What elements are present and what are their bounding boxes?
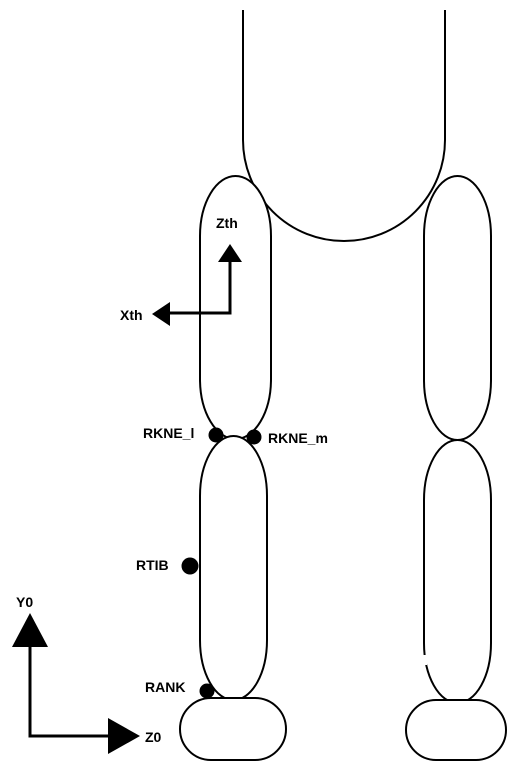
rtib-marker <box>182 558 199 575</box>
rkne-l-label: RKNE_l <box>143 425 194 441</box>
right-foot-segment <box>180 698 286 760</box>
left-shank-segment <box>424 440 491 703</box>
right-shank-segment <box>200 436 267 700</box>
z0-label: Z0 <box>145 729 162 745</box>
z0-arrow-icon <box>108 718 140 754</box>
global-frame-axes <box>30 645 110 736</box>
rkne-m-label: RKNE_m <box>268 430 328 446</box>
rtib-label: RTIB <box>136 557 169 573</box>
rank-label: RANK <box>145 679 185 695</box>
left-shank-gap <box>421 655 427 665</box>
xth-label: Xth <box>120 307 143 323</box>
rkne-m-marker <box>247 430 262 445</box>
pelvis-segment <box>243 10 445 241</box>
left-thigh-segment <box>424 176 491 440</box>
zth-label: Zth <box>216 215 238 231</box>
rkne-l-marker <box>209 428 224 443</box>
rank-marker <box>200 684 215 699</box>
y0-arrow-icon <box>12 613 48 647</box>
xth-arrow-icon <box>152 302 170 326</box>
left-foot-segment <box>406 700 506 760</box>
y0-label: Y0 <box>16 594 33 610</box>
